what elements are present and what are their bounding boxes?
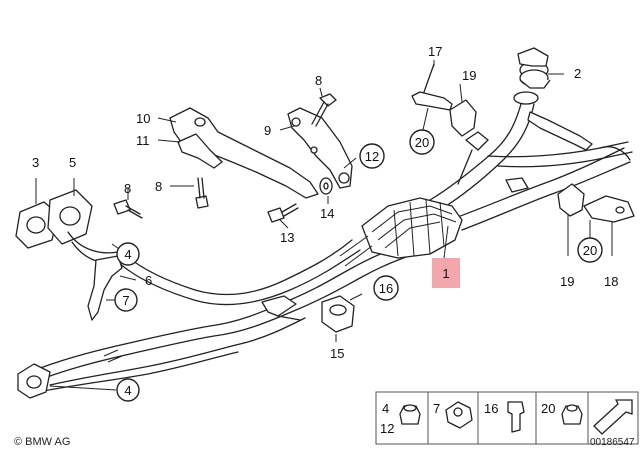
callout-1: 1 [442, 266, 449, 281]
callout-10: 10 [136, 111, 150, 126]
rubber-mounts [261, 99, 585, 333]
copyright-text: © BMW AG [14, 436, 70, 448]
callout-13: 13 [280, 230, 294, 245]
callout-5: 5 [69, 155, 76, 170]
callout-15: 15 [330, 346, 344, 361]
callout-8a: 8 [124, 181, 131, 196]
callout-16: 16 [379, 281, 393, 296]
highlight-part-1 [432, 258, 460, 288]
legend-item-20: 20 [541, 401, 555, 416]
callout-19a: 19 [462, 68, 476, 83]
callout-labels: 1 2 3 5 6 8 8 8 9 10 11 13 14 15 17 18 1… [32, 44, 618, 361]
image-number: 00186547 [590, 437, 635, 448]
callout-3: 3 [32, 155, 39, 170]
leader-lines [35, 60, 613, 391]
legend-item-4: 4 [382, 401, 389, 416]
callout-4a: 4 [124, 247, 131, 262]
front-pipe-left [15, 189, 123, 399]
legend-item-12: 12 [380, 421, 394, 436]
callout-12: 12 [365, 149, 379, 164]
callout-2: 2 [574, 66, 581, 81]
callout-8c: 8 [315, 73, 322, 88]
clamp [517, 47, 551, 89]
parts-legend: 4 12 7 16 20 [375, 391, 639, 445]
callout-4b: 4 [124, 383, 131, 398]
bolt-icon [507, 401, 525, 433]
grommet-icon [399, 405, 421, 425]
callout-19b: 19 [560, 274, 574, 289]
callout-9: 9 [264, 123, 271, 138]
callout-20b: 20 [583, 243, 597, 258]
callout-18: 18 [604, 274, 618, 289]
brackets [169, 63, 635, 223]
callout-6: 6 [145, 273, 152, 288]
arrow-icon [593, 399, 633, 435]
nut-icon [561, 405, 583, 425]
callout-20a: 20 [415, 135, 429, 150]
callout-8b: 8 [155, 179, 162, 194]
callout-7: 7 [122, 293, 129, 308]
legend-item-16: 16 [484, 401, 498, 416]
callout-17: 17 [428, 44, 442, 59]
fasteners [113, 93, 337, 223]
legend-item-7: 7 [433, 401, 440, 416]
callout-14: 14 [320, 206, 334, 221]
exhaust-pipe-assembly [29, 91, 633, 393]
callout-11: 11 [136, 133, 150, 148]
circled-callouts: 4 4 7 12 16 20 20 [114, 129, 603, 402]
center-muffler [339, 197, 463, 267]
